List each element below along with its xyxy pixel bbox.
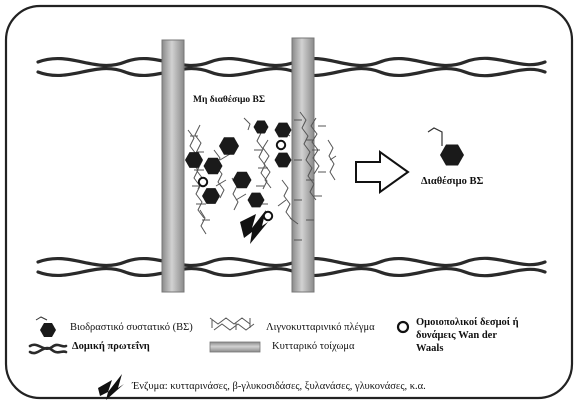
legend-bonds-line-1: Ομοιοπολικοί δεσμοί ή (416, 317, 519, 328)
arrow-icon (355, 150, 410, 194)
label-available-bioactive: Διαθέσιμο ΒΣ (421, 176, 484, 187)
legend-protein-label: Δομική πρωτεΐνη (72, 341, 150, 352)
legend-enzymes-label: Ένζυμα: κυτταρινάσες, β-γλυκοσιδάσες, ξυ… (132, 381, 426, 392)
legend-wall-icon (209, 341, 261, 353)
legend-lignocellulose-icon (209, 317, 255, 331)
enzyme-icon (240, 210, 268, 244)
legend-hexagon-icon (35, 316, 56, 337)
legend-enzyme-icon (98, 374, 124, 400)
legend-bioactive-label: Βιοδραστικό συστατικό (ΒΣ) (70, 322, 193, 333)
cell-wall-right (291, 37, 315, 293)
label-unavailable-bioactive: Μη διαθέσιμο ΒΣ (193, 95, 266, 105)
legend-protein-icon (28, 343, 68, 355)
bond-rings (197, 139, 287, 222)
legend-ring-icon (396, 320, 410, 334)
legend-bonds-line-2: δυνάμεις Wan der (416, 330, 497, 341)
legend-cellwall-label: Κυτταρικό τοίχωμα (272, 341, 355, 352)
outer-frame (4, 4, 574, 400)
legend-lignocellulose-label: Λιγνοκυτταρινικό πλέγμα (266, 322, 375, 333)
free-bioactive-hexagon (427, 127, 464, 166)
cell-wall-left (161, 39, 185, 293)
legend-bonds-line-3: Waals (416, 343, 444, 354)
legend-bonds-label: Ομοιοπολικοί δεσμοί ή δυνάμεις Wan der W… (416, 316, 519, 355)
